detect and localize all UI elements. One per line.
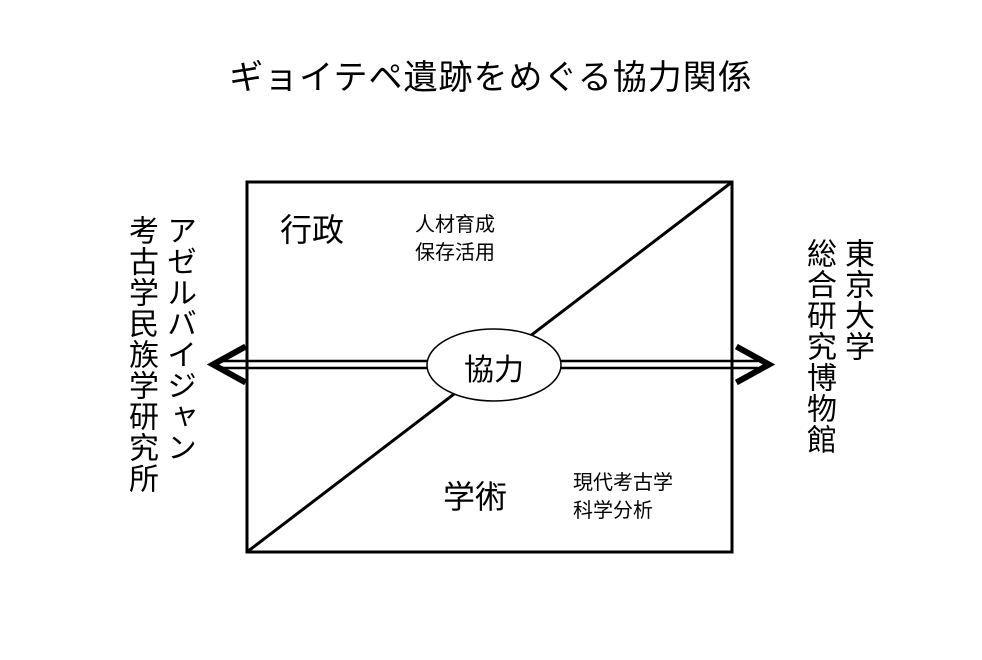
center-label: 協力	[464, 353, 524, 388]
center-ellipse	[426, 328, 562, 402]
left-org-line1: アゼルバイジャン	[161, 215, 196, 463]
top-section-heading: 行政	[280, 211, 345, 249]
left-org-line2: 考古学民族学研究所	[123, 215, 158, 494]
bottom-section-item: 現代考古学	[573, 470, 673, 494]
top-section-item: 人材育成	[415, 212, 495, 236]
top-section-item: 保存活用	[415, 240, 495, 264]
diagram-title: ギョイテペ遺跡をめぐる協力関係	[229, 58, 753, 98]
left-arrowhead	[206, 343, 248, 386]
right-arrowhead	[734, 343, 776, 386]
right-org-line1: 東京大学	[839, 238, 874, 362]
right-org-line2: 総合研究博物館	[801, 238, 836, 455]
bottom-section-item: 科学分析	[573, 498, 653, 522]
bottom-section-heading: 学術	[443, 478, 508, 516]
